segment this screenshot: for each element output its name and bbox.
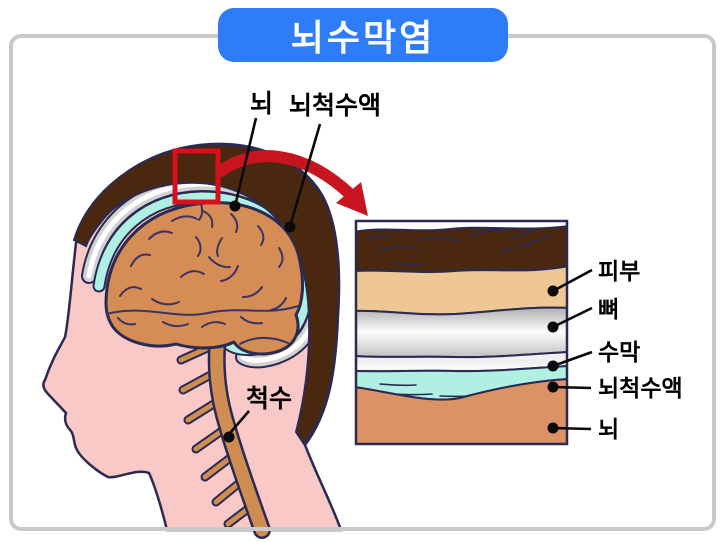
label-dot xyxy=(547,381,559,393)
label-dot xyxy=(547,321,559,333)
label-dot xyxy=(223,431,235,443)
meninges-label: 수막 xyxy=(598,339,640,365)
inset-hair-streaks xyxy=(364,228,551,266)
csf-label: 뇌척수액 xyxy=(289,92,381,120)
outer-frame xyxy=(9,34,716,531)
label-dot xyxy=(229,200,241,212)
label-dot xyxy=(284,221,296,233)
spinal-cord-label: 척수 xyxy=(246,385,292,413)
page-title: 뇌수막염 xyxy=(290,17,436,58)
arrow-head xyxy=(336,182,368,216)
head-cross-section xyxy=(42,142,343,539)
brain-label: 뇌 xyxy=(250,90,273,118)
hair xyxy=(72,143,341,446)
label-spinal-cord: 척수 xyxy=(223,385,292,443)
inset-label-skin: 피부 xyxy=(547,258,640,297)
label-csf: 뇌척수액 xyxy=(284,92,381,233)
inset-label-bone: 뼈 xyxy=(547,296,619,333)
inset-label-meninges: 수막 xyxy=(547,339,640,372)
csf-label: 뇌척수액 xyxy=(598,375,683,401)
label-dot xyxy=(547,360,559,372)
label-brain: 뇌 xyxy=(229,90,273,212)
highlight-box xyxy=(172,148,221,205)
label-dot xyxy=(547,422,559,434)
inset-box xyxy=(354,219,569,446)
inset-brain-band xyxy=(356,378,567,444)
inset-label-brain: 뇌 xyxy=(547,416,619,442)
brain-sulci xyxy=(106,203,299,345)
inset-magnified-layers: 피부 뼈 수막 뇌척수액 뇌 xyxy=(354,219,683,446)
brain-label: 뇌 xyxy=(598,416,619,442)
skin-label: 피부 xyxy=(598,258,640,284)
magnifier-arrow xyxy=(215,150,368,216)
spinal-cord xyxy=(207,321,271,539)
title-banner: 뇌수막염 xyxy=(218,8,508,62)
bone-label: 뼈 xyxy=(598,296,619,322)
label-dot xyxy=(547,285,559,297)
inset-label-csf: 뇌척수액 xyxy=(547,375,683,401)
